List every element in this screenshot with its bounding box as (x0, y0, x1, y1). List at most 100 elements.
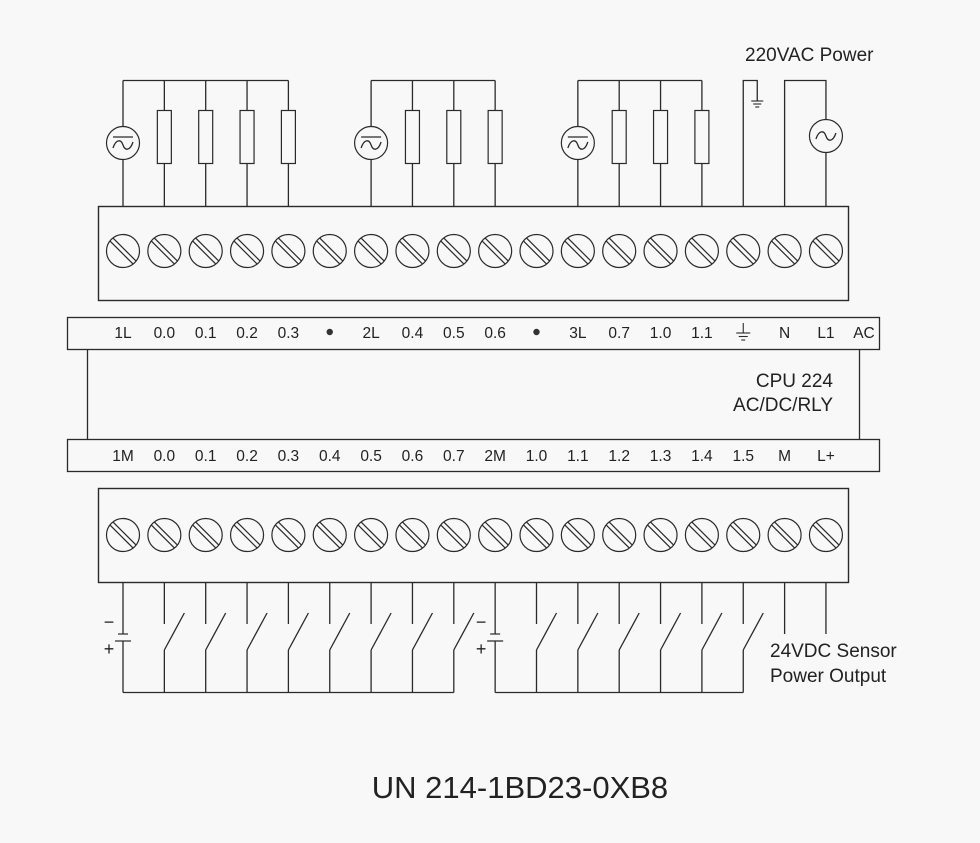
bottom-terminal-label: 0.3 (278, 448, 300, 465)
top-terminal-label: 1.1 (691, 325, 713, 342)
screw-slot (650, 521, 675, 546)
screw-terminal-icon (188, 233, 223, 269)
load-resistor-icon (156, 109, 172, 165)
battery-minus-sign: − (104, 612, 115, 632)
screw-head (519, 517, 554, 553)
ground-icon (751, 100, 764, 108)
screw-terminal-icon (105, 517, 141, 553)
bottom-terminal-label: 1.1 (567, 448, 589, 465)
screw-slot (691, 237, 716, 262)
screw-terminal-icon (478, 517, 513, 553)
bottom-terminal-block (97, 487, 850, 584)
sensor-label-line2: Power Output (770, 666, 887, 687)
screw-slot (274, 240, 299, 265)
screw-terminal-icon (229, 517, 265, 553)
input-switch-icon (411, 582, 434, 693)
screw-terminal-icon (808, 233, 844, 269)
battery-plus-sign: + (104, 639, 115, 659)
screw-head (478, 517, 513, 553)
screw-slot (688, 524, 713, 549)
screw-slot (357, 524, 382, 549)
bottom-terminal-label: M (778, 448, 791, 465)
input-switch-icon (246, 582, 268, 693)
screw-head (560, 517, 595, 553)
top-label-strip (66, 316, 881, 351)
screw-head (354, 517, 389, 553)
load-resistor-icon (239, 109, 255, 165)
screw-slot (522, 524, 548, 549)
screw-slot (195, 521, 220, 546)
screw-slot (729, 524, 754, 549)
battery-plus-sign: + (476, 639, 487, 659)
bottom-terminal-label: 1.3 (650, 448, 672, 465)
screw-slot (812, 240, 837, 265)
top-terminal-label: 2L (362, 325, 380, 342)
screw-head (643, 233, 678, 269)
screw-slot (401, 521, 426, 546)
screw-head (147, 517, 182, 553)
screw-head (519, 233, 554, 269)
ground-icon (736, 323, 751, 341)
screw-slot (688, 240, 713, 265)
screw-head (684, 517, 720, 553)
load-resistor-icon (280, 109, 296, 165)
screw-slot (771, 240, 796, 265)
screw-terminal-icon (229, 233, 265, 269)
screw-head (767, 233, 802, 269)
screw-slot (564, 240, 589, 265)
screw-head (395, 517, 430, 553)
sine-wave (360, 140, 382, 150)
screw-head (726, 517, 761, 553)
input-switch-icon (701, 582, 723, 693)
switch-contact (163, 612, 185, 651)
screw-head (602, 517, 637, 553)
battery-minus-sign: − (476, 612, 487, 632)
switch-contact (618, 612, 640, 651)
load-resistor-icon (487, 109, 503, 165)
screw-head (147, 233, 182, 269)
output-group-2L (354, 79, 503, 207)
dc-battery-icon: −+ (476, 582, 504, 693)
screw-terminal-icon (519, 517, 554, 553)
screw-head (188, 233, 223, 269)
screw-terminal-icon (643, 517, 678, 553)
bottom-terminal-label: L+ (817, 448, 835, 465)
screw-slot (233, 524, 258, 549)
screw-terminal-icon (354, 233, 389, 269)
screw-terminal-icon (395, 517, 430, 553)
ac-source-icon (560, 125, 595, 161)
screw-terminal-icon (808, 517, 844, 553)
screw-slot (481, 240, 506, 265)
screw-slot (360, 521, 385, 546)
screw-terminal-icon (726, 517, 761, 553)
screw-head (188, 517, 223, 553)
screw-terminal-icon (312, 233, 347, 269)
screw-slot (277, 521, 302, 546)
screw-slot (319, 521, 344, 546)
screw-slot (112, 521, 137, 546)
input-switch-icon (618, 582, 640, 693)
screw-slot (729, 240, 754, 265)
screw-head (478, 233, 513, 269)
ac-source-icon (105, 125, 141, 161)
bottom-terminal-label: 0.5 (360, 448, 382, 465)
bottom-terminal-label: 0.6 (402, 448, 424, 465)
screw-head (560, 233, 595, 269)
screw-slot (564, 524, 589, 549)
screw-terminal-icon (436, 517, 471, 553)
screw-terminal-icon (354, 517, 389, 553)
screw-slot (440, 240, 465, 265)
screw-terminal-icon (271, 233, 306, 269)
top-terminal-label: 0.5 (443, 325, 465, 342)
screw-slot (774, 521, 799, 546)
screw-terminal-icon (726, 233, 761, 269)
bottom-terminal-label: 0.7 (443, 448, 465, 465)
screw-slot (647, 524, 672, 549)
screw-slot (812, 524, 837, 549)
sine-wave (567, 140, 589, 150)
switch-contact (577, 612, 599, 651)
screw-slot (484, 521, 509, 546)
ac-source-icon (354, 125, 389, 161)
input-switch-icon (329, 582, 351, 693)
output-group-3L (560, 79, 710, 207)
